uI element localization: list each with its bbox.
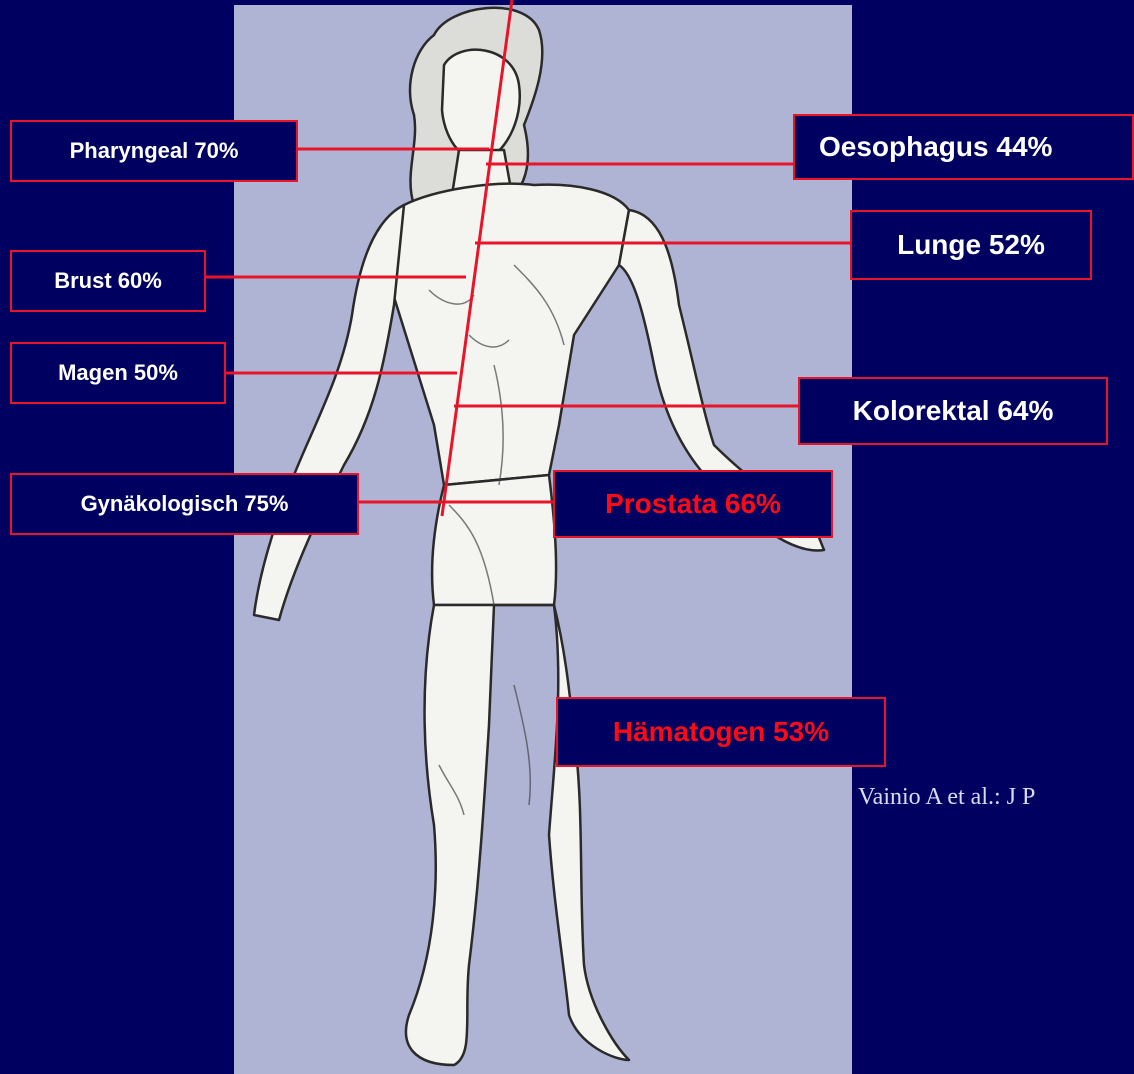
label-oesophagus: Oesophagus 44% bbox=[793, 114, 1134, 180]
label-gynaekologisch: Gynäkologisch 75% bbox=[10, 473, 359, 535]
label-brust: Brust 60% bbox=[10, 250, 206, 312]
label-magen: Magen 50% bbox=[10, 342, 226, 404]
label-lunge: Lunge 52% bbox=[850, 210, 1092, 280]
midline bbox=[442, 0, 512, 516]
label-prostata: Prostata 66% bbox=[553, 470, 833, 538]
label-kolorektal: Kolorektal 64% bbox=[798, 377, 1108, 445]
label-pharyngeal: Pharyngeal 70% bbox=[10, 120, 298, 182]
citation: Vainio A et al.: J P bbox=[858, 784, 1035, 811]
label-haematogen: Hämatogen 53% bbox=[556, 697, 886, 767]
